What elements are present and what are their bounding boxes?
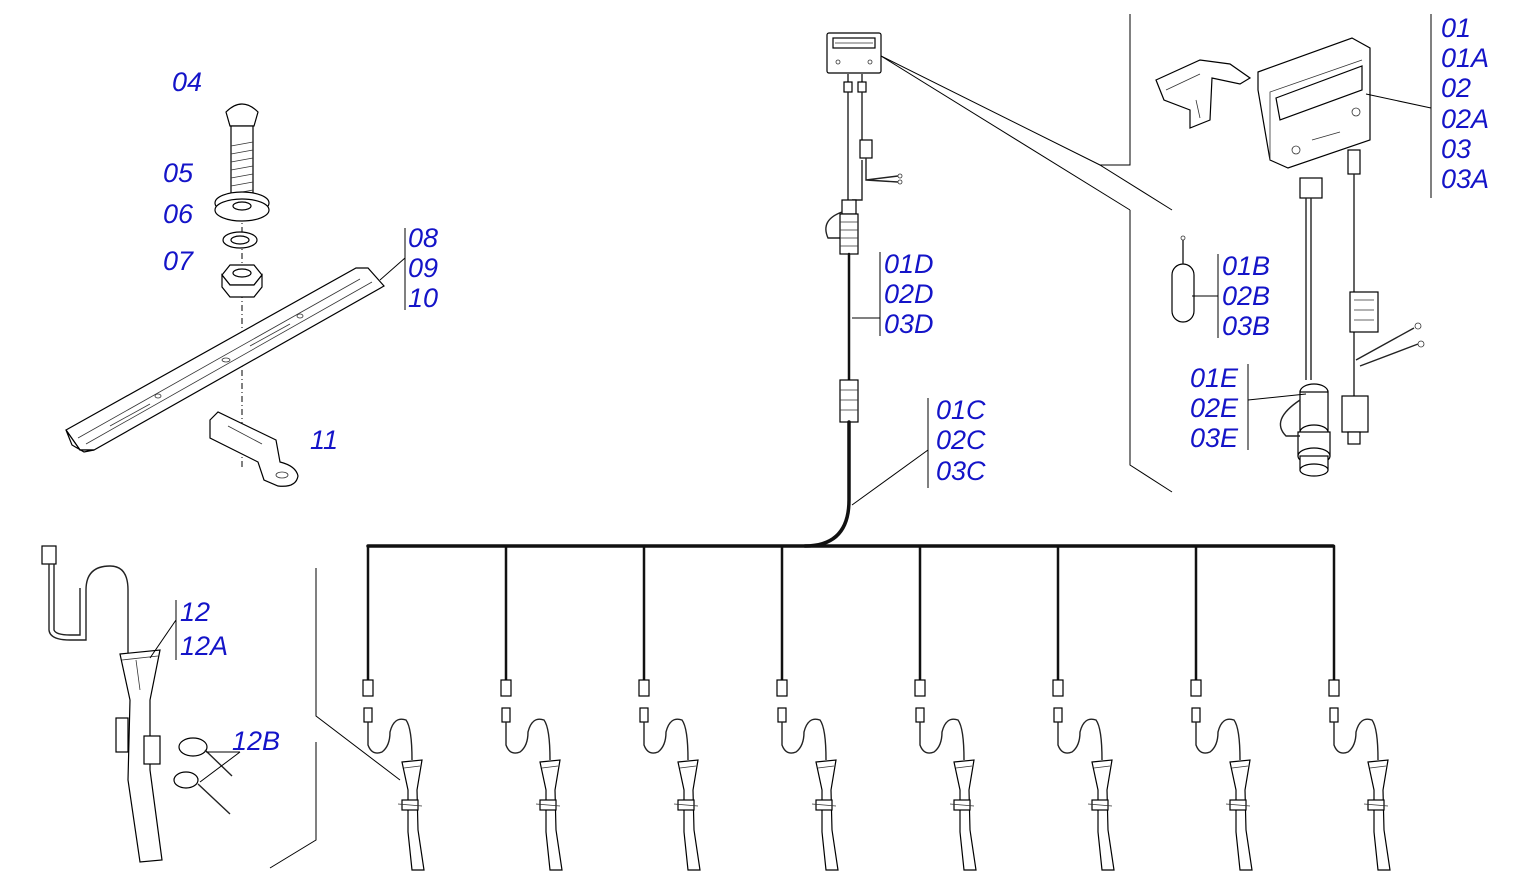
label-03: 03 — [1441, 134, 1471, 164]
label-04: 04 — [172, 67, 202, 97]
bracket-11 — [209, 411, 299, 487]
sensor-unit — [500, 679, 563, 871]
monitor-bracket — [1155, 59, 1252, 129]
label-01B: 01B — [1222, 251, 1270, 281]
label-01A: 01A — [1441, 43, 1489, 73]
frame-divider-lines — [1098, 14, 1173, 493]
label-03D: 03D — [884, 309, 934, 339]
sensor-array — [362, 679, 1391, 871]
fuse-loop — [1171, 235, 1195, 323]
label-12B: 12B — [232, 726, 280, 756]
sensor-unit — [638, 679, 701, 871]
detail-frame — [269, 568, 401, 869]
label-03C: 03C — [936, 456, 986, 486]
sensor-unit — [1190, 679, 1253, 871]
monitor-small — [826, 32, 882, 93]
leader-lines — [149, 14, 1432, 783]
monitor-cables — [1299, 149, 1425, 445]
label-02B: 02B — [1222, 281, 1270, 311]
lock-washer-06 — [222, 231, 258, 249]
label-02: 02 — [1441, 73, 1471, 103]
nut-07 — [221, 264, 263, 298]
sensor-detail-12 — [41, 545, 163, 863]
label-12: 12 — [180, 597, 210, 627]
mounting-channel — [65, 267, 385, 453]
label-03E: 03E — [1190, 423, 1239, 453]
sensor-unit — [776, 679, 839, 871]
sensor-bus-cable — [366, 420, 1336, 682]
bolt-04 — [225, 103, 259, 197]
label-02A: 02A — [1441, 104, 1489, 134]
washer-05 — [214, 191, 270, 222]
sensor-drops — [366, 544, 1336, 682]
label-01D: 01D — [884, 249, 934, 279]
label-10: 10 — [408, 283, 438, 313]
label-01C: 01C — [936, 395, 986, 425]
sensor-unit — [362, 679, 425, 871]
label-06: 06 — [163, 199, 194, 229]
part-labels: 04 05 06 07 08 09 10 11 01D 02D 03D 01C … — [163, 13, 1489, 756]
label-03B: 03B — [1222, 311, 1270, 341]
label-05: 05 — [163, 158, 194, 188]
label-02C: 02C — [936, 425, 986, 455]
sensor-unit — [914, 679, 977, 871]
label-12A: 12A — [180, 631, 228, 661]
label-02E: 02E — [1190, 393, 1239, 423]
sensor-unit — [1328, 679, 1391, 871]
label-02D: 02D — [884, 279, 934, 309]
label-03A: 03A — [1441, 164, 1489, 194]
label-01: 01 — [1441, 13, 1471, 43]
label-07: 07 — [163, 246, 194, 276]
label-01E: 01E — [1190, 363, 1239, 393]
harness-upper — [825, 92, 903, 423]
label-09: 09 — [408, 253, 438, 283]
power-connector — [1279, 383, 1331, 477]
label-11: 11 — [310, 425, 338, 455]
monitor-large — [1257, 37, 1371, 169]
sensor-unit — [1052, 679, 1115, 871]
cable-ties-12B — [173, 737, 233, 815]
bolt-assembly — [214, 103, 270, 470]
label-08: 08 — [408, 223, 438, 253]
